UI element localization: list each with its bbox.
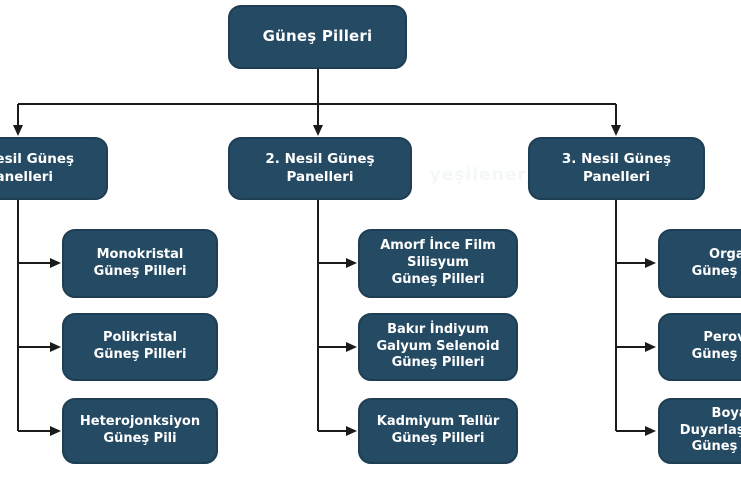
node-leaf-perovskit: Perovskit Güneş Pilleri [658, 313, 741, 381]
node-leaf-boyaya-duyarlastirilmis: Boyaya Duyarlaştırılmış Güneş Pilleri [658, 398, 741, 464]
node-leaf-kadmiyum-tellur: Kadmiyum Tellür Güneş Pilleri [358, 398, 518, 464]
node-leaf-heterojonksiyon: Heterojonksiyon Güneş Pili [62, 398, 218, 464]
node-root-gunes-pilleri: Güneş Pilleri [228, 5, 407, 69]
node-leaf-bakir-indiyum: Bakır İndiyum Galyum Selenoid Güneş Pill… [358, 313, 518, 381]
node-leaf-monokristal: Monokristal Güneş Pilleri [62, 229, 218, 298]
node-leaf-organik: Organik Güneş Pilleri [658, 229, 741, 298]
node-branch-2-nesil: 2. Nesil Güneş Panelleri [228, 137, 412, 200]
node-leaf-amorf-ince-film: Amorf İnce Film Silisyum Güneş Pilleri [358, 229, 518, 298]
node-branch-3-nesil: 3. Nesil Güneş Panelleri [528, 137, 705, 200]
node-branch-1-nesil: 1. Nesil Güneş Panelleri [0, 137, 108, 200]
watermark-logo: yeşilenerji [429, 165, 541, 185]
node-leaf-polikristal: Polikristal Güneş Pilleri [62, 313, 218, 381]
